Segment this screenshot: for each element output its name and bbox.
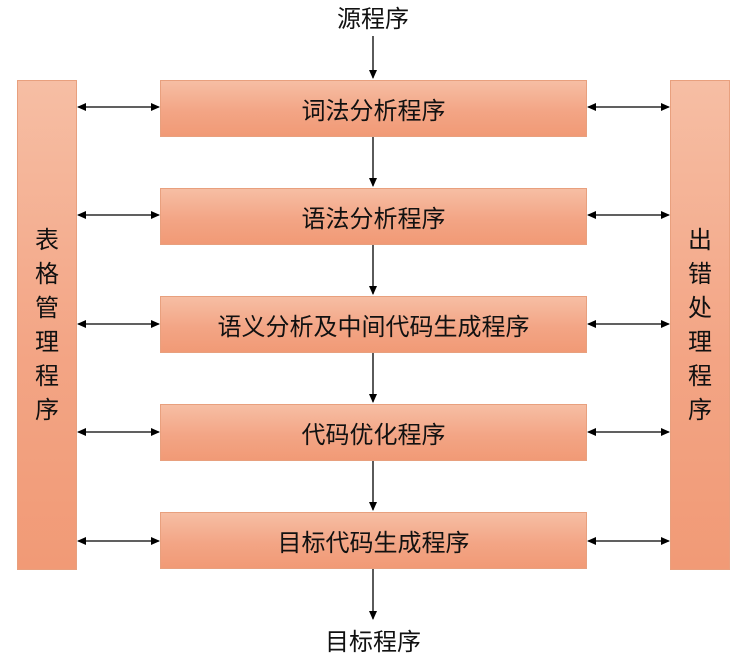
stage-3-box: 语义分析及中间代码生成程序 bbox=[160, 296, 587, 353]
stage-4-label: 代码优化程序 bbox=[301, 421, 446, 449]
stage-1-box: 词法分析程序 bbox=[160, 80, 587, 137]
stage-4-box: 代码优化程序 bbox=[160, 404, 587, 461]
input-label: 源程序 bbox=[337, 5, 409, 33]
stage-2-box: 语法分析程序 bbox=[160, 188, 587, 245]
error-handling-char: 错 bbox=[688, 260, 712, 288]
error-handling-char: 序 bbox=[688, 396, 712, 424]
stage-5-label: 目标代码生成程序 bbox=[277, 529, 470, 557]
error-handling-char: 出 bbox=[688, 226, 712, 254]
error-handling-char: 处 bbox=[688, 294, 712, 322]
error-handling-char: 理 bbox=[688, 328, 712, 356]
table-management-char: 格 bbox=[35, 260, 59, 288]
table-management-panel: 表格管理程序 bbox=[17, 80, 77, 570]
table-management-char: 程 bbox=[35, 362, 59, 390]
output-label: 目标程序 bbox=[325, 628, 421, 656]
error-handling-label: 出错处理程序 bbox=[688, 223, 712, 427]
table-management-char: 序 bbox=[35, 396, 59, 424]
stage-3-label: 语义分析及中间代码生成程序 bbox=[217, 313, 530, 341]
table-management-char: 管 bbox=[35, 294, 59, 322]
stage-1-label: 词法分析程序 bbox=[301, 97, 446, 125]
stage-5-box: 目标代码生成程序 bbox=[160, 512, 587, 569]
table-management-char: 理 bbox=[35, 328, 59, 356]
table-management-char: 表 bbox=[35, 226, 59, 254]
error-handling-panel: 出错处理程序 bbox=[670, 80, 730, 570]
error-handling-char: 程 bbox=[688, 362, 712, 390]
table-management-label: 表格管理程序 bbox=[35, 223, 59, 427]
stage-2-label: 语法分析程序 bbox=[301, 205, 446, 233]
